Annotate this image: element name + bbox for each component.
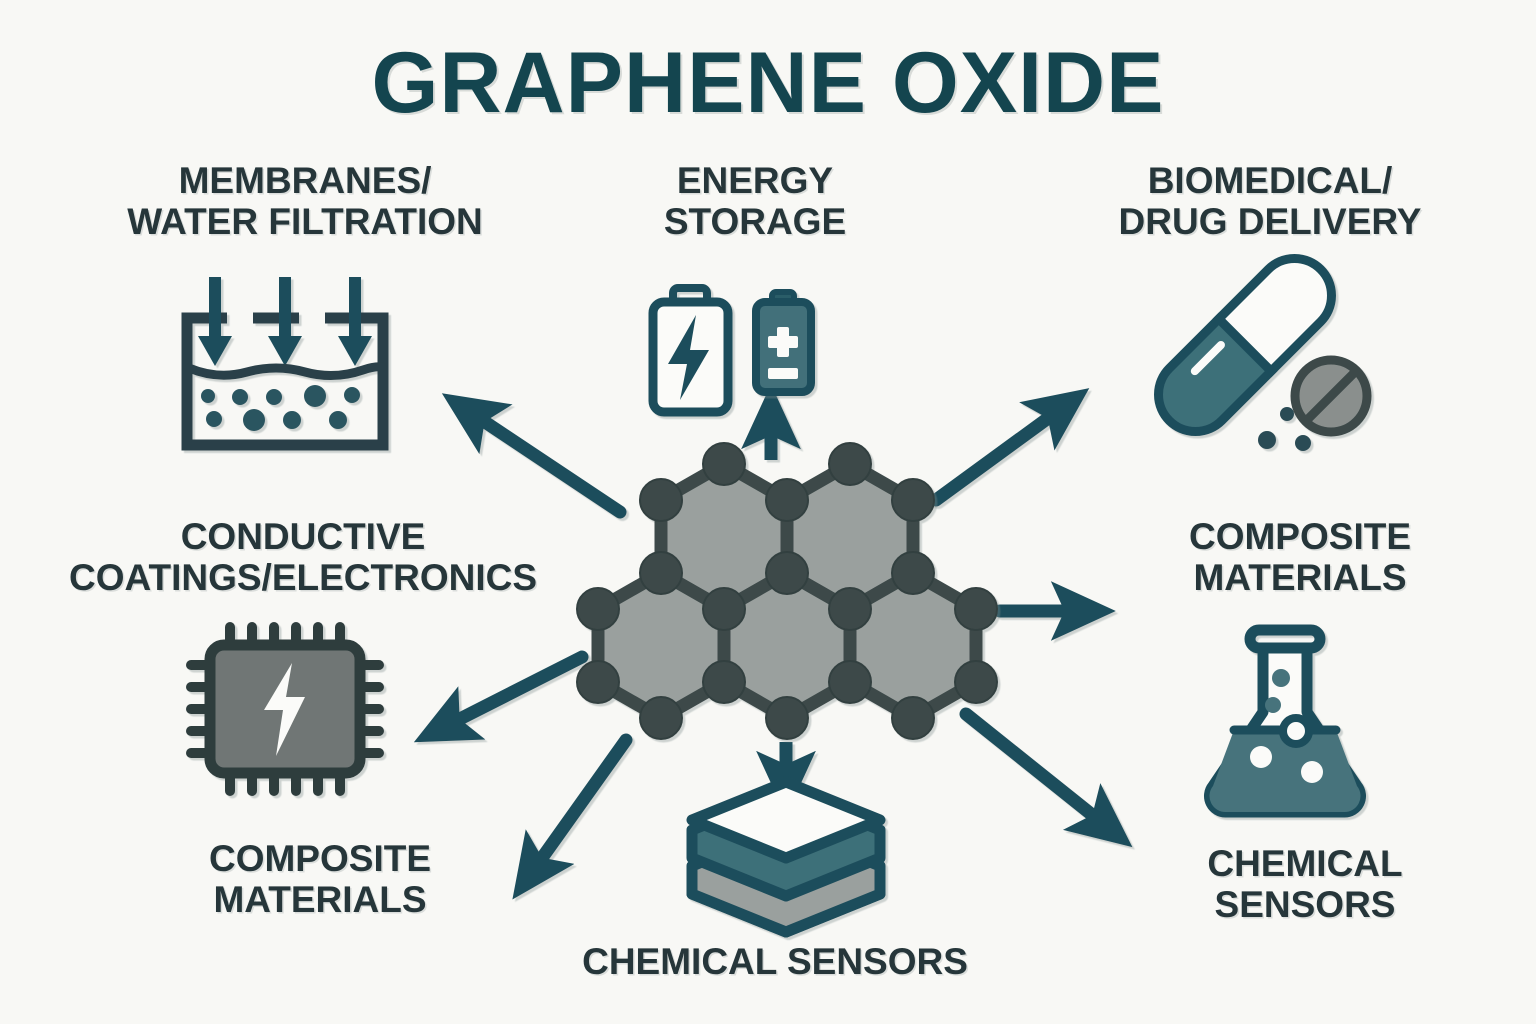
battery-icon: [648, 284, 815, 417]
label-biomedical: BIOMEDICAL/ DRUG DELIVERY: [1118, 160, 1422, 243]
label-composite-right: COMPOSITE MATERIALS: [1188, 516, 1412, 599]
label-energy-storage: ENERGY STORAGE: [663, 160, 847, 243]
label-chemical-sensors-bottom: CHEMICAL SENSORS: [582, 941, 968, 982]
arrow-to-sensors-right: [959, 707, 1133, 848]
label-composite-left: COMPOSITE MATERIALS: [208, 838, 432, 921]
arrow-to-composite-left: [512, 733, 633, 900]
microchip-icon: [186, 622, 384, 796]
label-conductive: CONDUCTIVE COATINGS/ELECTRONICS: [69, 516, 537, 599]
arrow-to-conductive: [413, 650, 589, 743]
stacked-layers-icon: [686, 776, 886, 938]
label-membranes: MEMBRANES/ WATER FILTRATION: [127, 160, 483, 243]
pill-capsule-icon: [1154, 254, 1372, 451]
label-chemical-sensors-right: CHEMICAL SENSORS: [1207, 843, 1403, 926]
water-filtration-icon: [181, 277, 389, 451]
arrow-to-membranes: [441, 393, 627, 519]
graphene-oxide-lattice: [576, 442, 998, 740]
flask-icon: [1204, 624, 1366, 818]
arrow-to-biomedical: [929, 388, 1090, 507]
page-title: GRAPHENE OXIDE: [371, 35, 1165, 131]
arrow-group: [413, 384, 1133, 900]
